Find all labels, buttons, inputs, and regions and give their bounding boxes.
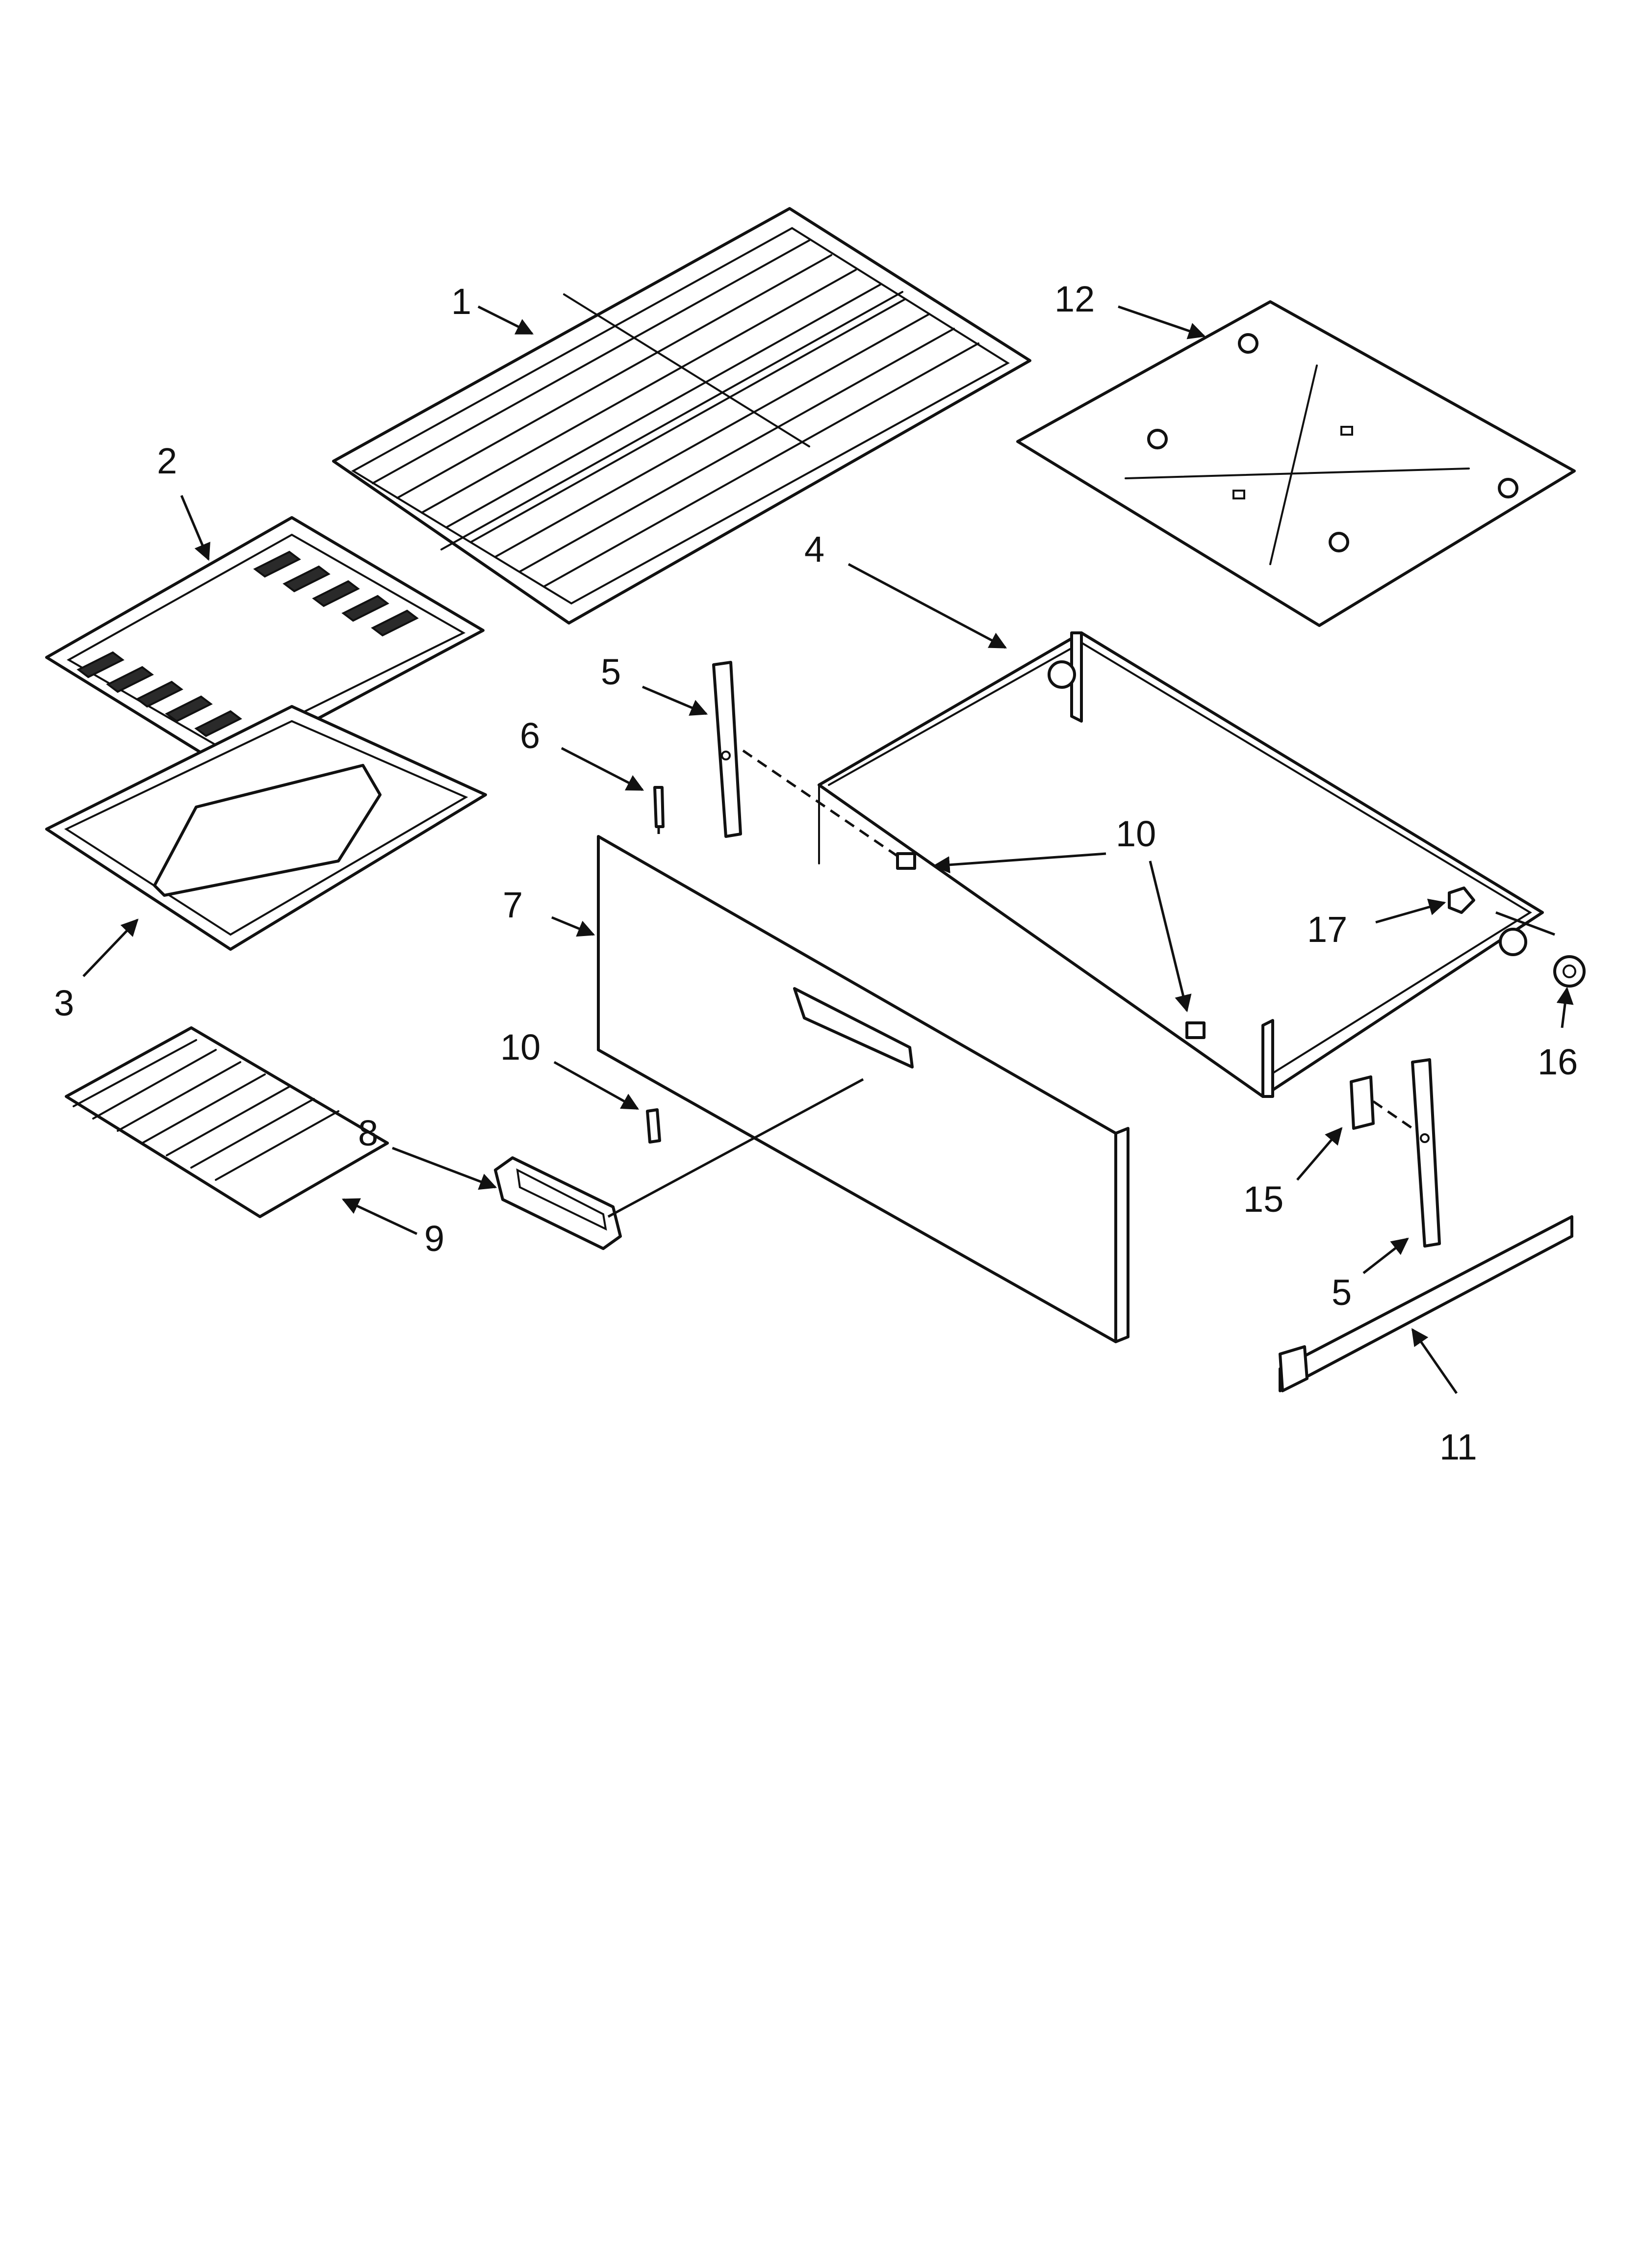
nut-17 bbox=[1448, 886, 1475, 914]
roller-16 bbox=[1553, 955, 1586, 988]
drawer-slide-right bbox=[1411, 1058, 1441, 1248]
callout-6: 6 bbox=[520, 715, 540, 756]
drawer-handle bbox=[494, 1156, 622, 1250]
callout-8: 8 bbox=[358, 1113, 378, 1153]
callout-7: 7 bbox=[503, 885, 523, 925]
drawer-front bbox=[597, 835, 1129, 1343]
callout-12: 12 bbox=[1054, 279, 1095, 319]
callout-1: 1 bbox=[451, 281, 471, 322]
bolt-10 bbox=[896, 852, 916, 870]
drip-tray bbox=[65, 1026, 389, 1218]
callout-3: 3 bbox=[54, 983, 74, 1023]
callout-5-lower: 5 bbox=[1332, 1272, 1352, 1313]
bolt-10-lower bbox=[1185, 1021, 1206, 1039]
screw-6 bbox=[653, 786, 665, 828]
bracket-15 bbox=[1350, 1075, 1375, 1130]
callout-4: 4 bbox=[804, 529, 824, 570]
callout-10-lower: 10 bbox=[500, 1027, 540, 1068]
broiler-pan bbox=[45, 705, 487, 951]
callout-5-upper: 5 bbox=[601, 652, 621, 692]
bottom-panel bbox=[1016, 300, 1576, 627]
drawer-body bbox=[818, 631, 1544, 1098]
screw-10 bbox=[646, 1108, 661, 1144]
broiler-grid bbox=[45, 516, 485, 769]
side-rail bbox=[1279, 1215, 1573, 1392]
callout-2: 2 bbox=[157, 441, 177, 481]
callout-17: 17 bbox=[1307, 909, 1347, 950]
callout-10-upper: 10 bbox=[1116, 813, 1156, 854]
callout-15: 15 bbox=[1243, 1179, 1283, 1220]
drawer-slide-left bbox=[712, 661, 742, 838]
oven-rack bbox=[332, 207, 1031, 625]
callout-16: 16 bbox=[1538, 1042, 1578, 1082]
callout-11: 11 bbox=[1439, 1427, 1477, 1467]
callout-9: 9 bbox=[424, 1218, 444, 1259]
